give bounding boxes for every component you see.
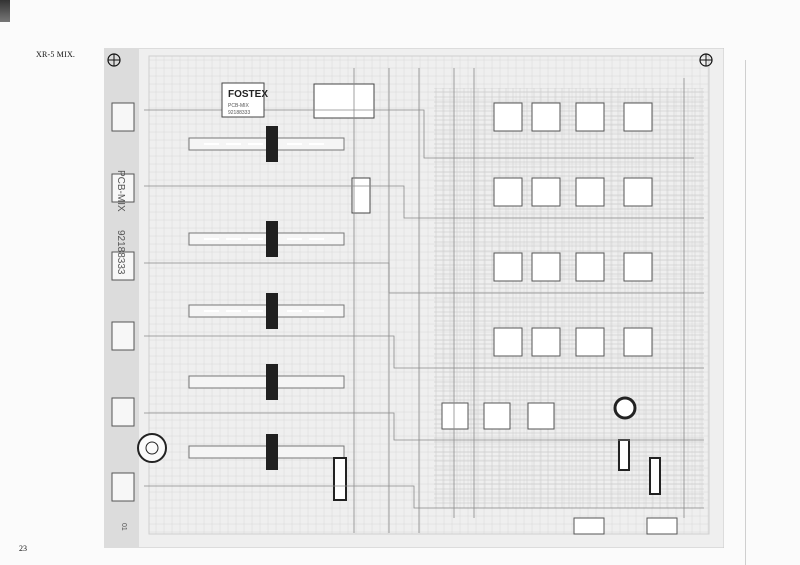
dense-component-clusters: [313, 83, 678, 535]
board-part-number: 92188333: [115, 230, 126, 275]
trace-lines: [144, 68, 704, 533]
fostex-logo: FOSTEX: [228, 89, 268, 100]
pcb-layout-drawing: PCB-MIX 92188333 01 FOSTEX PCB-MIX 92188…: [104, 48, 724, 548]
page-title: XR-5 MIX.: [36, 50, 76, 59]
logo-code: 92188333: [228, 110, 250, 116]
page-corner-mark: [0, 0, 10, 22]
slider-tracks: [188, 126, 345, 470]
side-connectors: [111, 102, 167, 502]
board-labels: PCB-MIX 92188333 01 FOSTEX PCB-MIX 92188…: [115, 82, 268, 531]
page-number: 23: [19, 544, 27, 553]
board-small-mark: 01: [120, 523, 127, 531]
logo-subtext: PCB-MIX: [228, 103, 250, 109]
pcb-board: PCB-MIX 92188333 01 FOSTEX PCB-MIX 92188…: [104, 48, 724, 548]
corner-registration-marks: [107, 53, 713, 67]
board-vertical-label: PCB-MIX: [115, 170, 126, 212]
right-margin-rule: [745, 60, 746, 565]
